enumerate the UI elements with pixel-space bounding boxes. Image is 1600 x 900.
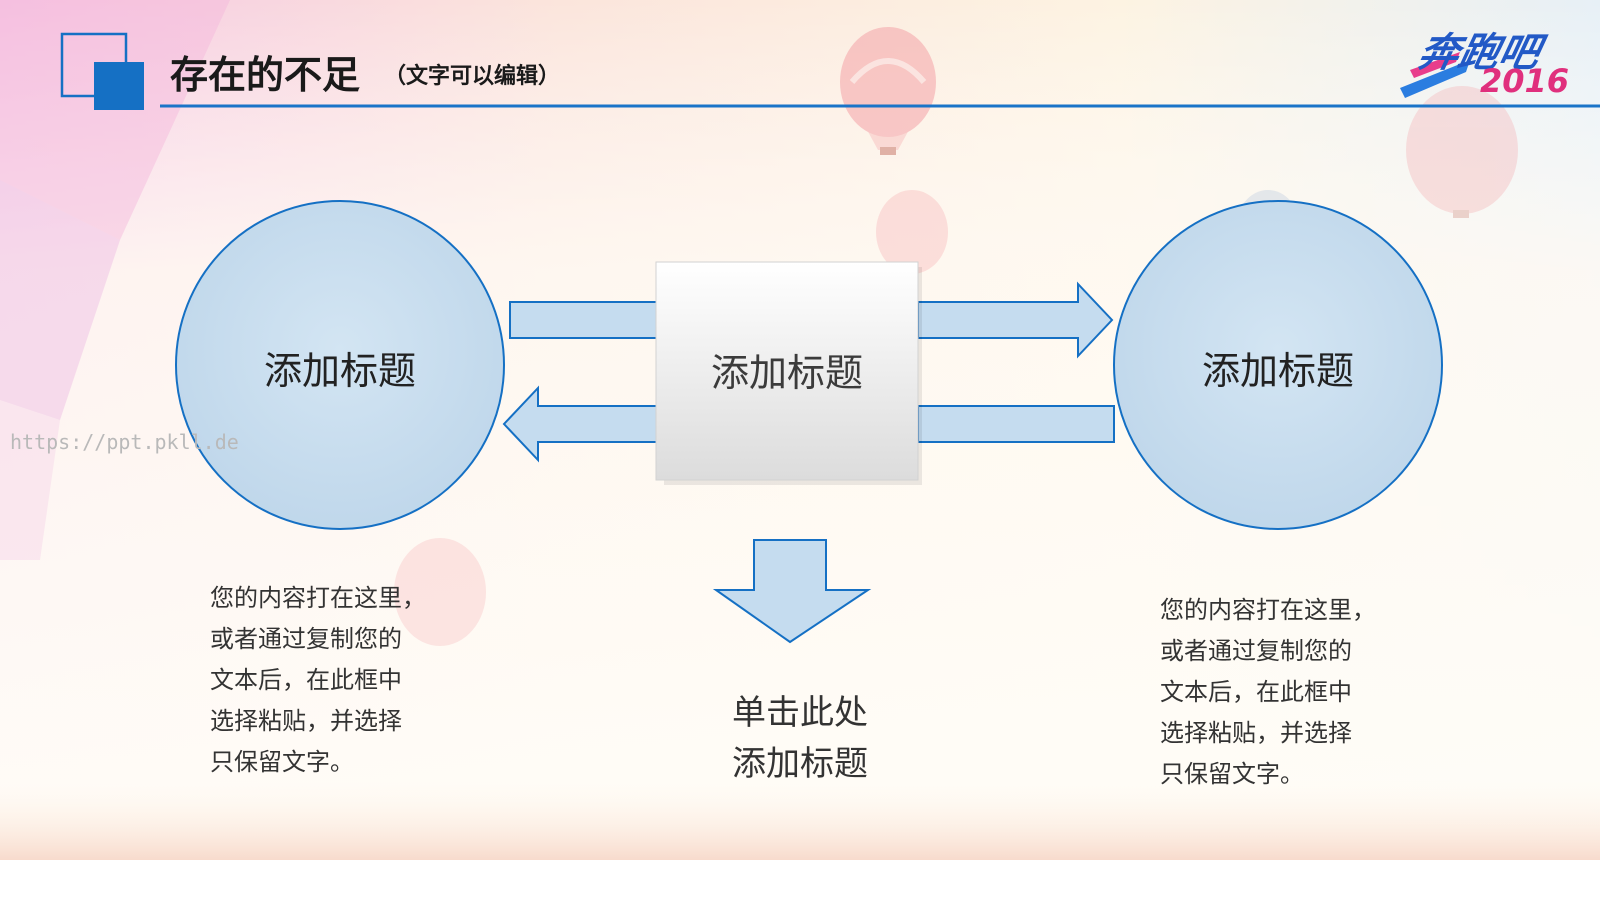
arrow-right-top [917, 281, 1114, 359]
arrow-left-top [509, 301, 661, 339]
left-description[interactable]: 您的内容打在这里， 或者通过复制您的 文本后，在此框中 选择粘贴，并选择 只保留… [210, 578, 426, 783]
page-title: 存在的不足 [170, 53, 361, 97]
desc-line: 只保留文字。 [1160, 760, 1304, 788]
right-circle-label[interactable]: 添加标题 [1201, 349, 1354, 393]
hot-air-balloon-icon [394, 538, 486, 646]
right-description[interactable]: 您的内容打在这里， 或者通过复制您的 文本后，在此框中 选择粘贴，并选择 只保留… [1160, 590, 1376, 795]
desc-line: 只保留文字。 [210, 748, 354, 776]
hot-air-balloon-icon [876, 190, 948, 274]
brand-logo: 奔跑吧 2016 [1390, 20, 1580, 100]
bottom-title-line: 添加标题 [732, 744, 868, 784]
brand-logo-icon [1400, 52, 1470, 98]
desc-line: 或者通过复制您的 [1160, 637, 1352, 665]
brand-year: 2016 [1480, 62, 1570, 100]
bottom-title[interactable]: 单击此处 添加标题 [690, 688, 910, 790]
page-subtitle: （文字可以编辑） [384, 64, 561, 89]
right-circle [1113, 200, 1443, 530]
header-square-icon [60, 32, 144, 110]
desc-line: 文本后，在此框中 [210, 666, 402, 694]
desc-line: 选择粘贴，并选择 [210, 707, 402, 735]
left-circle-label[interactable]: 添加标题 [263, 349, 416, 393]
arrow-down [712, 539, 872, 644]
arrow-left-bottom [502, 385, 661, 463]
desc-line: 您的内容打在这里， [1160, 596, 1376, 624]
left-circle [175, 200, 505, 530]
desc-line: 选择粘贴，并选择 [1160, 719, 1352, 747]
center-box [655, 261, 919, 481]
arrow-right-bottom [917, 405, 1115, 443]
hot-air-balloon-icon [840, 27, 936, 155]
desc-line: 您的内容打在这里， [210, 584, 426, 612]
bottom-title-line: 单击此处 [732, 693, 868, 733]
desc-line: 或者通过复制您的 [210, 625, 402, 653]
watermark-text: https://ppt.pkll.de [10, 430, 239, 454]
hot-air-balloon-icon [1406, 86, 1518, 218]
desc-line: 文本后，在此框中 [1160, 678, 1352, 706]
center-box-label[interactable]: 添加标题 [710, 351, 863, 395]
